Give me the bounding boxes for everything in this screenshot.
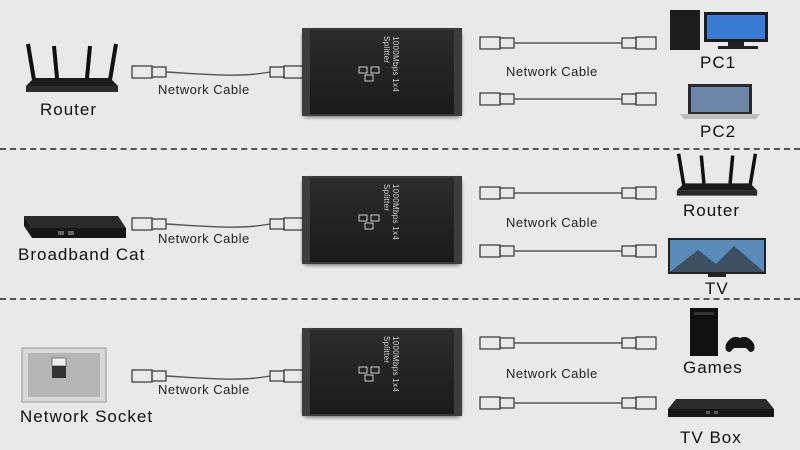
desktop-pc-icon [670,10,768,50]
source-label: Network Socket [20,407,154,426]
section-broadband: Broadband Cat Network Cable 1000Mbps 1x4… [0,150,800,298]
output-label-1: PC1 [700,53,737,72]
output-cable-2 [479,396,657,410]
section-divider [0,298,800,300]
network-port-icon [358,366,380,382]
cable-label: Network Cable [506,366,598,381]
output-label-2: PC2 [700,122,737,141]
cable-label: Network Cable [158,82,250,97]
cable-label: Network Cable [158,231,250,246]
input-cable [131,65,305,79]
cable-label: Network Cable [506,64,598,79]
tv-icon [668,238,766,277]
splitter-print: 1000Mbps 1x4 Splitter [382,184,400,241]
output-label-2: TV Box [680,428,742,447]
output-label-1: Games [683,358,743,377]
splitter-device: 1000Mbps 1x4 Splitter [302,328,462,416]
source-label: Broadband Cat [18,245,146,264]
router-icon [676,153,758,196]
splitter-print: 1000Mbps 1x4 Splitter [382,336,400,393]
output-cable-2 [479,92,657,106]
laptop-icon [680,84,760,119]
network-port-icon [358,214,380,230]
section-socket: Network Socket Network Cable 1000Mbps 1x… [0,300,800,450]
game-console-icon [690,308,755,356]
output-cable-1 [479,36,657,50]
section-router: Router Network Cable 1000Mbps 1x4 Splitt… [0,0,800,148]
tv-box-icon [668,399,774,417]
source-label: Router [40,100,98,119]
output-cable-1 [479,336,657,350]
cable-label: Network Cable [158,382,250,397]
splitter-device: 1000Mbps 1x4 Splitter [302,28,462,116]
output-label-1: Router [683,201,741,220]
splitter-device: 1000Mbps 1x4 Splitter [302,176,462,264]
wall-socket-icon [21,347,107,403]
modem-icon [24,216,126,238]
splitter-print: 1000Mbps 1x4 Splitter [382,36,400,93]
router-icon [26,43,118,92]
output-label-2: TV [705,279,729,298]
output-cable-1 [479,186,657,200]
output-cable-2 [479,244,657,258]
cable-label: Network Cable [506,215,598,230]
network-port-icon [358,66,380,82]
section-divider [0,148,800,150]
